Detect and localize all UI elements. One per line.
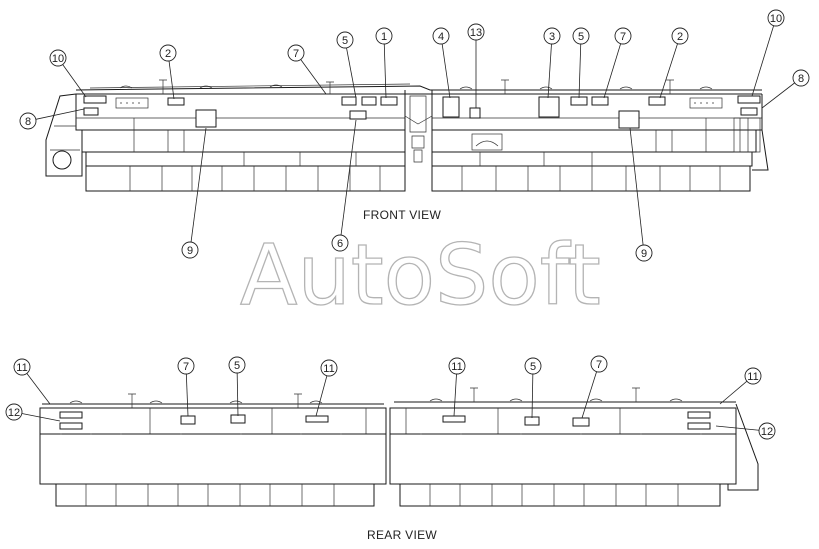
callout-number: 7 <box>293 48 299 60</box>
watermark: AutoSoft <box>240 226 601 324</box>
rear-view-callouts: 11 12 7 5 11 11 5 7 11 12 <box>5 355 776 440</box>
callout-leader-line <box>441 43 451 99</box>
callout-balloon <box>19 112 37 130</box>
callout-balloon <box>635 244 653 262</box>
callout-leader-line <box>383 43 387 99</box>
callout-leader-line <box>659 43 678 99</box>
callout-balloon <box>758 422 776 440</box>
callout-number: 8 <box>798 73 804 85</box>
callout-balloon <box>467 23 485 41</box>
callout-leader-line <box>62 64 87 98</box>
callout-balloon <box>228 356 246 374</box>
callout-leader-line <box>547 43 552 99</box>
callout-number: 5 <box>530 361 536 373</box>
callout-balloon <box>320 359 338 377</box>
callout-balloon <box>13 358 31 376</box>
callout-balloon <box>524 357 542 375</box>
callout-leader-line <box>35 108 85 120</box>
callout-leader-line <box>453 373 457 417</box>
callout-balloon <box>331 234 349 252</box>
rear-view-caption: REAR VIEW <box>367 528 437 542</box>
callout-number: 6 <box>337 238 343 250</box>
callout-leader-line <box>340 119 357 236</box>
callout-balloon <box>336 31 354 49</box>
rear-view-drawing <box>39 387 759 507</box>
callout-balloon <box>49 49 67 67</box>
callout-leader-line <box>185 373 189 417</box>
front-view-callouts: 10 8 2 7 5 1 4 13 3 5 7 2 10 8 9 6 9 <box>19 9 810 262</box>
callout-leader-line <box>531 373 534 419</box>
callout-leader-line <box>21 413 61 422</box>
callout-number: 7 <box>596 359 602 371</box>
callout-number: 5 <box>578 31 584 43</box>
callout-leader-line <box>26 373 51 405</box>
callout-leader-line <box>578 43 582 99</box>
callout-leader-line <box>629 127 644 246</box>
callout-number: 2 <box>677 31 683 43</box>
callout-balloon <box>375 27 393 45</box>
callout-balloon <box>572 27 590 45</box>
callout-balloon <box>792 69 810 87</box>
callout-balloon <box>543 27 561 45</box>
callout-number: 12 <box>8 407 20 419</box>
callout-leader-line <box>168 60 175 100</box>
callout-leader-line <box>346 47 357 99</box>
callout-balloon <box>614 27 632 45</box>
callout-leader-line <box>603 43 622 99</box>
callout-number: 9 <box>187 245 193 257</box>
callout-number: 3 <box>549 31 555 43</box>
callout-balloon <box>177 357 195 375</box>
callout-number: 7 <box>183 361 189 373</box>
callout-number: 11 <box>16 362 27 374</box>
callout-number: 12 <box>761 426 773 438</box>
callout-balloon <box>590 355 608 373</box>
callout-number: 11 <box>323 363 334 375</box>
callout-balloon <box>5 403 23 421</box>
callout-number: 11 <box>451 361 462 373</box>
callout-leader-line <box>315 375 328 417</box>
callout-leader-line <box>581 371 597 419</box>
callout-number: 11 <box>747 371 758 383</box>
callout-number: 2 <box>165 48 171 60</box>
callout-leader-line <box>761 82 795 109</box>
callout-number: 10 <box>770 13 782 25</box>
callout-leader-line <box>300 59 327 95</box>
callout-number: 8 <box>25 116 31 128</box>
callout-leader-line <box>719 380 748 405</box>
callout-balloon <box>671 27 689 45</box>
callout-leader-line <box>751 25 775 97</box>
callout-balloon <box>432 27 450 45</box>
callout-leader-line <box>236 372 239 417</box>
callout-number: 1 <box>381 31 387 43</box>
callout-balloon <box>181 241 199 259</box>
callout-number: 7 <box>620 31 626 43</box>
callout-number: 5 <box>234 360 240 372</box>
callout-number: 5 <box>342 35 348 47</box>
callout-balloon <box>159 44 177 62</box>
callout-balloon <box>744 367 762 385</box>
callout-number: 4 <box>438 31 444 43</box>
front-view-drawing <box>45 79 769 192</box>
front-view-caption: FRONT VIEW <box>363 208 441 222</box>
callout-leader-line <box>715 425 760 431</box>
callout-number: 10 <box>52 53 64 65</box>
callout-balloon <box>448 357 466 375</box>
callout-balloon <box>767 9 785 27</box>
callout-leader-line <box>190 127 207 243</box>
callout-number: 9 <box>641 248 647 260</box>
callout-number: 13 <box>470 27 482 39</box>
callout-balloon <box>287 44 305 62</box>
